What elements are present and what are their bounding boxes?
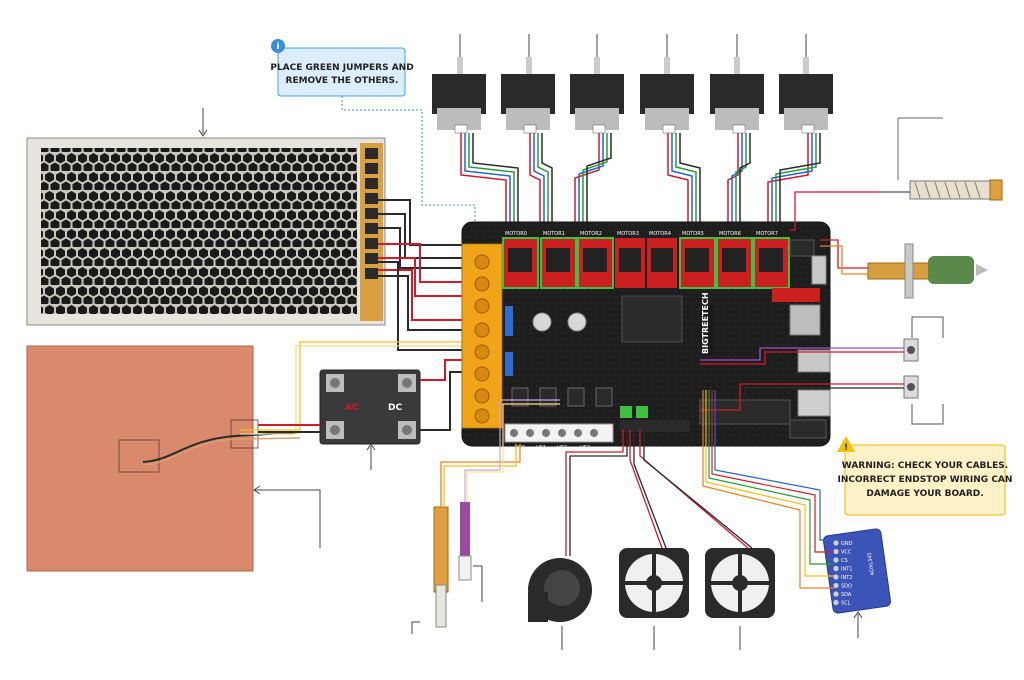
heater-label-he2: HE2 xyxy=(557,445,567,451)
accelerometer-pin-hole xyxy=(833,565,839,572)
blower-fan xyxy=(528,558,592,650)
heatbed xyxy=(26,345,321,572)
solid-state-relay: AC DC xyxy=(319,369,421,470)
driver-slot-label-2: MOTOR2 xyxy=(580,231,602,237)
driver-sockets xyxy=(502,237,790,289)
hotend xyxy=(867,243,988,299)
accelerometer-pin-label: CS xyxy=(841,558,848,564)
accelerometer-pin-hole xyxy=(833,574,839,580)
motor-wires xyxy=(460,133,821,225)
info-callout: i PLACE GREEN JUMPERS AND REMOVE THE OTH… xyxy=(270,39,476,245)
accelerometer-pin-hole xyxy=(833,591,839,597)
fan-wires xyxy=(565,430,753,556)
accelerometer-pin-label: SDO xyxy=(841,584,852,590)
driver-slot-label-4: MOTOR4 xyxy=(649,231,671,237)
accelerometer-pin-label: INT1 xyxy=(841,567,852,573)
ssr-ac-label: AC xyxy=(345,403,359,413)
stepper-motor-3 xyxy=(640,34,694,134)
driver-slot-label-6: MOTOR6 xyxy=(719,231,741,237)
driver-slot-label-5: MOTOR5 xyxy=(682,231,704,237)
svg-text:i: i xyxy=(276,42,279,52)
heater-label-he3: HE3 xyxy=(580,445,590,451)
driver-slot-label-0: MOTOR0 xyxy=(505,231,527,237)
stepper-motor-1 xyxy=(501,34,555,134)
driver-slot-label-7: MOTOR7 xyxy=(756,231,778,237)
power-supply xyxy=(26,108,386,326)
mainboard: MOTOR0 MOTOR1 MOTOR2 MOTOR3 MOTOR4 MOTOR5 MOTO… xyxy=(461,221,831,451)
accelerometer-model: ADXL345 xyxy=(867,552,876,576)
accelerometer-pin-hole xyxy=(833,548,839,555)
psu-terminals xyxy=(365,148,378,279)
board-brand: BIGTREETECH xyxy=(701,292,710,354)
accelerometer-pin-hole xyxy=(833,540,839,546)
accelerometer-pin-hole xyxy=(833,582,839,589)
driver-slot-labels: MOTOR0 MOTOR1 MOTOR2 MOTOR3 MOTOR4 MOTOR5 MOTO… xyxy=(505,231,778,237)
info-callout-line1: PLACE GREEN JUMPERS AND xyxy=(270,63,413,73)
hotend-heater xyxy=(880,117,1003,201)
info-callout-line2: REMOVE THE OTHERS. xyxy=(286,76,399,86)
accelerometer-pin-label: GND xyxy=(841,541,853,547)
accelerometer-pin-label: INT2 xyxy=(841,575,852,581)
psu-wires xyxy=(378,199,470,351)
endstops xyxy=(903,316,944,425)
stepper-motor-5 xyxy=(779,34,833,134)
axial-fan-1 xyxy=(619,548,689,650)
stepper-motor-2 xyxy=(570,34,624,134)
accelerometer-pin-hole xyxy=(833,557,839,563)
stepper-motor-0 xyxy=(432,34,486,134)
warning-callout: ! WARNING: CHECK YOUR CABLES. INCORRECT … xyxy=(837,436,1013,516)
info-icon xyxy=(271,39,285,53)
warning-callout-line2: INCORRECT ENDSTOP WIRING CAN xyxy=(838,475,1013,485)
ssr-dc-label: DC xyxy=(388,403,402,413)
heater-label-he1: HE1 xyxy=(536,445,546,451)
stepper-motors xyxy=(432,34,833,134)
accelerometer-wires xyxy=(702,390,834,589)
stepper-motor-4 xyxy=(710,34,764,134)
thermistor xyxy=(458,502,483,602)
accelerometer-pin-label: VCC xyxy=(841,550,852,556)
heater-cartridge xyxy=(411,506,449,634)
accelerometer-pin-label: SCL xyxy=(841,601,851,607)
driver-slot-label-1: MOTOR1 xyxy=(543,231,565,237)
accelerometer-pin-label: SDA xyxy=(841,592,852,598)
svg-text:!: ! xyxy=(844,443,848,453)
driver-slot-label-3: MOTOR3 xyxy=(617,231,639,237)
warning-icon xyxy=(837,436,855,452)
accelerometer-pin-hole xyxy=(833,599,839,606)
warning-callout-line1: WARNING: CHECK YOUR CABLES. xyxy=(842,461,1008,471)
axial-fan-2 xyxy=(705,548,775,650)
warning-callout-line3: DAMAGE YOUR BOARD. xyxy=(866,489,983,499)
